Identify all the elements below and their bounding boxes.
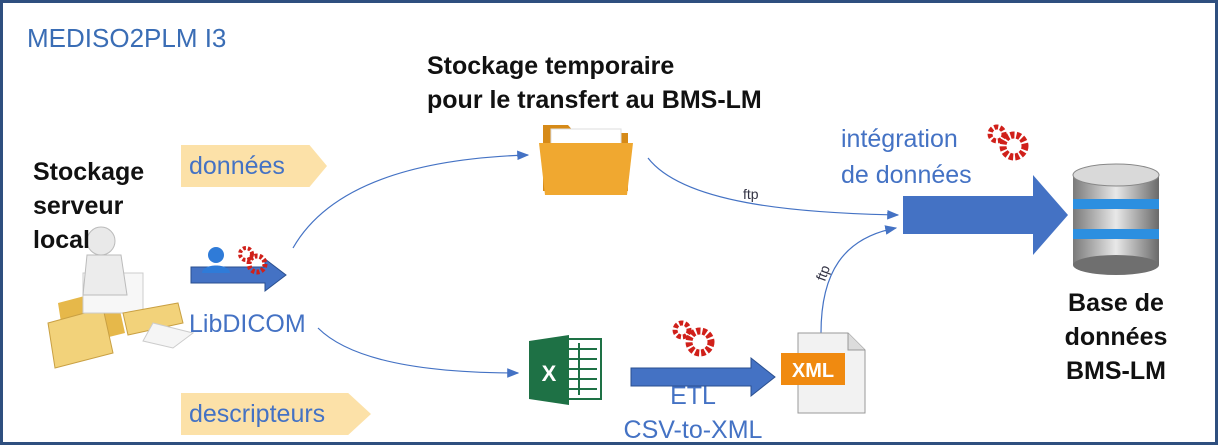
gear-icon-libdicom — [238, 246, 268, 275]
local-storage-line-2: serveur — [33, 192, 124, 220]
local-storage-icon — [47, 226, 195, 369]
integration-line-2: de données — [841, 161, 972, 189]
temp-storage-label: Stockage temporaire pour le transfert au… — [427, 49, 762, 117]
libdicom-label: LibDICOM — [189, 310, 306, 338]
etl-line-1: ETL — [670, 382, 716, 410]
temp-storage-line-2: pour le transfert au BMS-LM — [427, 86, 762, 114]
excel-icon: X — [529, 335, 602, 405]
etl-line-2: CSV-to-XML — [623, 416, 763, 444]
local-storage-line-3: local — [33, 226, 90, 254]
local-storage-label: Stockage serveur local — [33, 155, 144, 257]
curve-to-excel — [317, 327, 520, 378]
xml-file-icon: XML — [781, 332, 866, 414]
etl-label: ETL CSV-to-XML — [613, 379, 773, 444]
local-storage-line-1: Stockage — [33, 158, 145, 186]
database-icon — [1072, 163, 1160, 275]
libdicom-arrow — [190, 257, 287, 293]
excel-letter: X — [542, 361, 557, 386]
curve-to-folder — [292, 150, 530, 249]
gear-icon-etl — [672, 320, 715, 357]
database-line-2: données — [1064, 323, 1168, 351]
gear-icon-integration — [987, 124, 1029, 161]
ftp-label-top: ftp — [743, 186, 759, 202]
database-line-1: Base de — [1068, 289, 1164, 317]
database-line-3: BMS-LM — [1066, 357, 1166, 385]
curve-xml-to-integration — [820, 225, 898, 334]
xml-label: XML — [792, 360, 834, 382]
database-label: Base de données BMS-LM — [1051, 286, 1181, 388]
integration-arrow — [903, 175, 1068, 255]
folder-icon — [539, 125, 633, 195]
etl-arrow — [630, 356, 776, 398]
tag-donnees: données — [181, 145, 327, 187]
diagram-title: MEDISO2PLM I3 — [27, 23, 227, 53]
temp-storage-line-1: Stockage temporaire — [427, 52, 675, 80]
integration-line-1: intégration — [841, 125, 958, 153]
connector-layer: X XML — [47, 124, 1160, 414]
person-icon — [202, 247, 230, 273]
tag-descripteurs: descripteurs — [181, 393, 371, 435]
integration-label: intégration de données — [841, 121, 972, 193]
curve-folder-to-integration — [647, 157, 900, 220]
